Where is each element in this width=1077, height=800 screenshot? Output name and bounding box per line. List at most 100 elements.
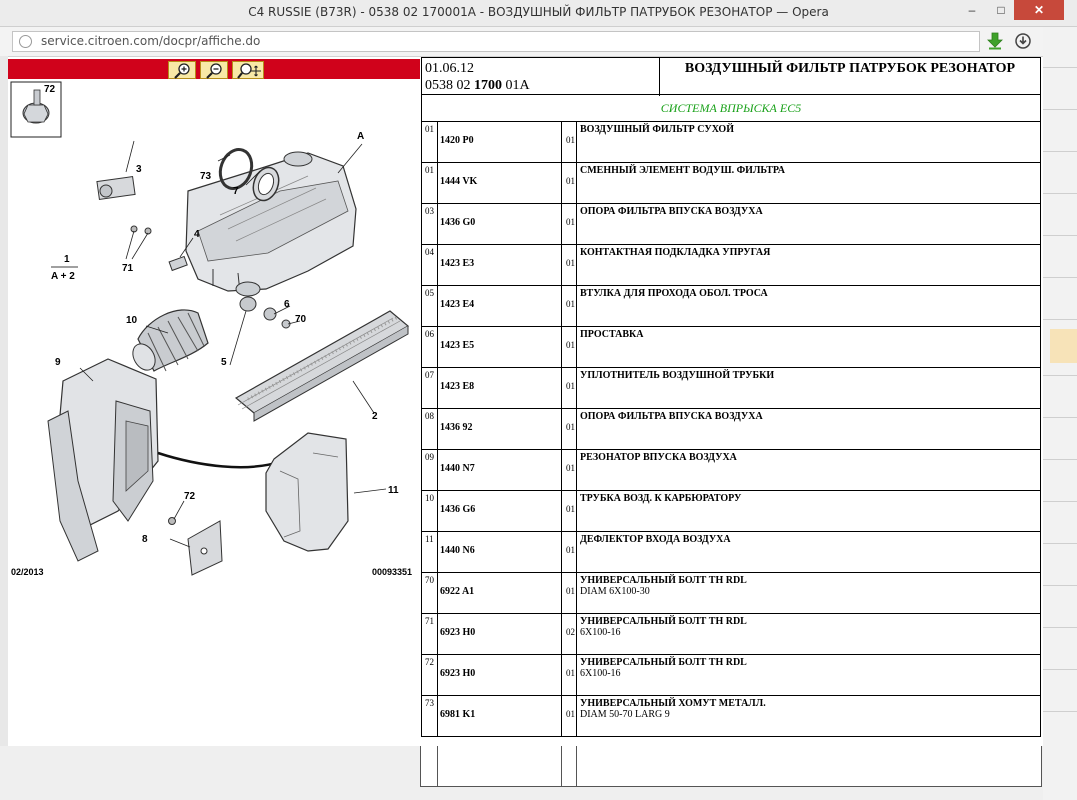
part-quantity: 01 bbox=[566, 422, 575, 432]
window-border bbox=[0, 56, 8, 746]
label-11: 11 bbox=[388, 485, 399, 496]
label-2: 2 bbox=[372, 411, 378, 422]
background-window-strip bbox=[1043, 27, 1077, 800]
url-field[interactable]: service.citroen.com/docpr/affiche.do bbox=[12, 31, 980, 52]
row-index: 09 bbox=[425, 452, 434, 462]
row-index: 73 bbox=[425, 698, 434, 708]
part-name: ОПОРА ФИЛЬТРА ВПУСКА ВОЗДУХА bbox=[580, 411, 763, 422]
download-arrow-icon[interactable] bbox=[986, 32, 1004, 50]
background-table-peek bbox=[420, 746, 1042, 787]
part-description: DIAM 6X100-30 bbox=[580, 586, 650, 597]
maximize-button[interactable]: □ bbox=[997, 3, 1005, 17]
zoom-move-icon bbox=[237, 63, 261, 79]
globe-icon bbox=[19, 35, 32, 48]
part-name: ВОЗДУШНЫЙ ФИЛЬТР СУХОЙ bbox=[580, 124, 734, 135]
header-reference: 0538 02 1700 01A bbox=[425, 78, 530, 93]
label-8: 8 bbox=[142, 534, 148, 545]
row-index: 11 bbox=[425, 534, 434, 544]
part-name: ОПОРА ФИЛЬТРА ВПУСКА ВОЗДУХА bbox=[580, 206, 763, 217]
tube-10 bbox=[132, 309, 209, 372]
part-name: УНИВЕРСАЛЬНЫЙ ХОМУТ МЕТАЛЛ. bbox=[580, 698, 766, 709]
bracket-8 bbox=[168, 517, 223, 576]
parts-diagram[interactable]: 72 A 3 73 7 4 1 A + 2 71 10 6 70 5 9 2 7… bbox=[8, 81, 420, 581]
label-1: 1 bbox=[64, 254, 70, 265]
zoom-out-button[interactable] bbox=[200, 61, 228, 79]
table-row[interactable]: 10 1436 G6 01 ТРУБКА ВОЗД. К КАРБЮРАТОРУ bbox=[421, 490, 1041, 531]
label-73: 73 bbox=[200, 171, 212, 182]
label-9: 9 bbox=[55, 357, 61, 368]
row-index: 72 bbox=[425, 657, 434, 667]
part-code: 1444 VK bbox=[440, 176, 478, 187]
label-4: 4 bbox=[194, 229, 200, 240]
part-code: 1436 92 bbox=[440, 422, 473, 433]
part-name: ВТУЛКА ДЛЯ ПРОХОДА ОБОЛ. ТРОСА bbox=[580, 288, 768, 299]
part-quantity: 01 bbox=[566, 709, 575, 719]
filter-element-2 bbox=[234, 310, 410, 422]
label-7: 7 bbox=[233, 186, 239, 197]
part-quantity: 01 bbox=[566, 176, 575, 186]
part-4 bbox=[168, 237, 194, 272]
part-code: 1436 G0 bbox=[440, 217, 476, 228]
part-name: ТРУБКА ВОЗД. К КАРБЮРАТОРУ bbox=[580, 493, 742, 504]
part-quantity: 01 bbox=[566, 258, 575, 268]
zoom-move-button[interactable] bbox=[232, 61, 264, 79]
part-quantity: 01 bbox=[566, 299, 575, 309]
part-quantity: 01 bbox=[566, 545, 575, 555]
part-3 bbox=[96, 140, 152, 235]
label-6: 6 bbox=[284, 299, 290, 310]
system-subtitle: СИСТЕМА ВПРЫСКА EC5 bbox=[421, 95, 1041, 121]
part-name: УПЛОТНИТЕЛЬ ВОЗДУШНОЙ ТРУБКИ bbox=[580, 370, 775, 381]
part-name: УНИВЕРСАЛЬНЫЙ БОЛТ TH RDL bbox=[580, 616, 747, 627]
downloads-icon[interactable] bbox=[1014, 32, 1032, 50]
label-5: 5 bbox=[221, 357, 227, 368]
label-3: 3 bbox=[136, 164, 142, 175]
part-6 bbox=[263, 307, 277, 321]
part-code: 1440 N7 bbox=[440, 463, 475, 474]
part-quantity: 01 bbox=[566, 135, 575, 145]
part-name: КОНТАКТНАЯ ПОДКЛАДКА УПРУГАЯ bbox=[580, 247, 771, 258]
diagram-number: 00093351 bbox=[372, 567, 413, 577]
part-name: ДЕФЛЕКТОР ВХОДА ВОЗДУХА bbox=[580, 534, 731, 545]
row-index: 07 bbox=[425, 370, 434, 380]
window-titlebar: C4 RUSSIE (B73R) - 0538 02 170001A - ВОЗ… bbox=[0, 0, 1077, 27]
part-quantity: 01 bbox=[566, 504, 575, 514]
clamp-73 bbox=[218, 148, 254, 190]
part-quantity: 01 bbox=[566, 381, 575, 391]
row-index: 71 bbox=[425, 616, 434, 626]
row-index: 01 bbox=[425, 124, 434, 134]
address-bar: service.citroen.com/docpr/affiche.do bbox=[0, 27, 1043, 57]
zoom-in-icon bbox=[174, 63, 190, 79]
part-name: СМЕННЫЙ ЭЛЕМЕНТ ВОДУШ. ФИЛЬТРА bbox=[580, 165, 785, 176]
minimize-button[interactable]: – bbox=[968, 3, 976, 17]
label-70: 70 bbox=[295, 314, 307, 325]
part-quantity: 01 bbox=[566, 340, 575, 350]
part-code: 6923 H0 bbox=[440, 627, 476, 638]
part-code: 1420 P0 bbox=[440, 135, 474, 146]
parts-header: 01.06.12 0538 02 1700 01A ВОЗДУШНЫЙ ФИЛЬ… bbox=[421, 57, 1041, 96]
part-code: 6923 H0 bbox=[440, 668, 476, 679]
header-date: 01.06.12 bbox=[425, 61, 474, 76]
part-name: УНИВЕРСАЛЬНЫЙ БОЛТ TH RDL bbox=[580, 575, 747, 586]
row-index: 70 bbox=[425, 575, 434, 585]
diagram-pane: 72 A 3 73 7 4 1 A + 2 71 10 6 70 5 9 2 7… bbox=[8, 57, 420, 745]
row-index: 10 bbox=[425, 493, 434, 503]
label-10: 10 bbox=[126, 315, 138, 326]
part-code: 1436 G6 bbox=[440, 504, 476, 515]
zoom-in-button[interactable] bbox=[168, 61, 196, 79]
close-button[interactable]: ✕ bbox=[1014, 0, 1064, 20]
table-row[interactable]: 01 1420 P0 01 ВОЗДУШНЫЙ ФИЛЬТР СУХОЙ bbox=[421, 121, 1041, 162]
label-72-top: 72 bbox=[44, 84, 56, 95]
